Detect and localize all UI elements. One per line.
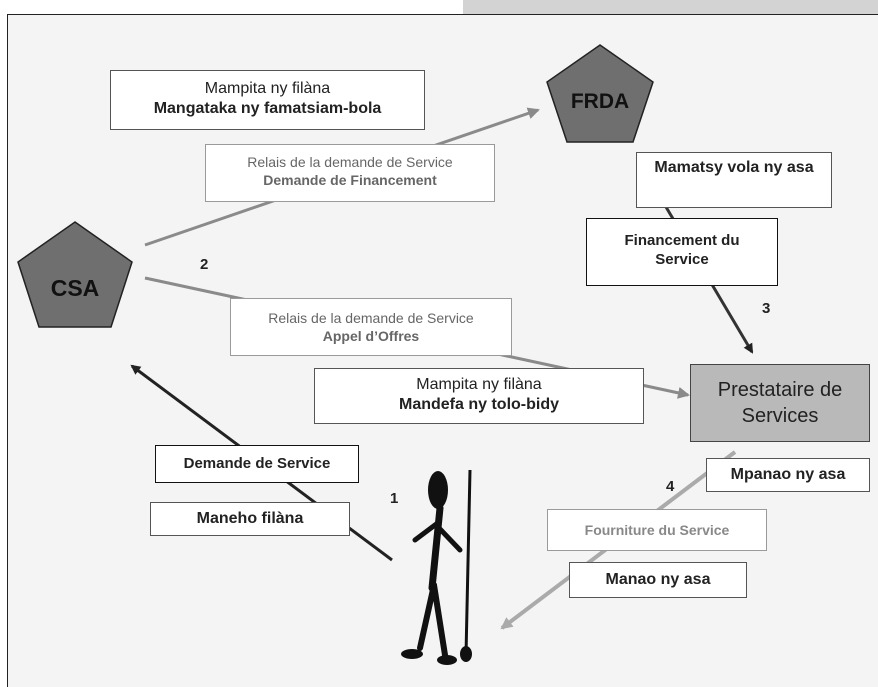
financing-fr-box: Financement du Service <box>586 218 778 286</box>
do-work-mg-box: Manao ny asa <box>569 562 747 598</box>
work-mg-box: Mpanao ny asa <box>706 458 870 492</box>
relay-finance-mg-line1: Mampita ny filàna <box>204 80 331 97</box>
provider-label: Prestataire de Services <box>717 379 843 427</box>
top-gray-bar <box>463 0 878 16</box>
frda-pentagon <box>546 44 654 143</box>
csa-pentagon <box>17 221 133 328</box>
relay-finance-mg-line2: Mangataka ny famatsiam-bola <box>153 100 382 117</box>
relay-finance-fr-line2: Demande de Financement <box>263 171 437 188</box>
relay-finance-fr-line1: Relais de la demande de Service <box>247 154 453 170</box>
request-mg-box: Maneho filàna <box>150 502 350 536</box>
relay-tender-mg-box: Mampita ny filàna Mandefa ny tolo-bidy <box>314 368 644 424</box>
relay-tender-fr-line1: Relais de la demande de Service <box>268 310 474 326</box>
request-fr-box: Demande de Service <box>155 445 359 483</box>
request-fr-line1: Demande de Service <box>183 455 331 472</box>
relay-tender-mg-line2: Mandefa ny tolo-bidy <box>399 396 559 413</box>
step-2-label: 2 <box>200 256 209 273</box>
supply-fr-box: Fourniture du Service <box>547 509 767 551</box>
provider-node: Prestataire de Services <box>690 364 870 442</box>
person-figure <box>401 469 472 665</box>
supply-fr-line1: Fourniture du Service <box>584 522 730 538</box>
work-mg-line1: Mpanao ny asa <box>730 466 846 483</box>
financing-mg-box: Mamatsy vola ny asa <box>636 152 832 208</box>
relay-finance-fr-box: Relais de la demande de Service Demande … <box>205 144 495 202</box>
frda-label: FRDA <box>571 90 629 113</box>
relay-finance-mg-box: Mampita ny filàna Mangataka ny famatsiam… <box>110 70 425 130</box>
financing-mg-line1: Mamatsy vola ny asa <box>654 159 814 176</box>
relay-tender-fr-line2: Appel d’Offres <box>322 327 420 344</box>
step-1-label: 1 <box>390 490 399 507</box>
request-mg-line1: Maneho filàna <box>196 510 304 527</box>
do-work-mg-line1: Manao ny asa <box>605 571 711 588</box>
step-3-label: 3 <box>762 300 771 317</box>
financing-fr-line1: Financement du Service <box>624 232 740 268</box>
relay-tender-mg-line1: Mampita ny filàna <box>416 376 542 393</box>
step-4-label: 4 <box>666 478 675 495</box>
csa-label: CSA <box>51 275 100 301</box>
relay-tender-fr-box: Relais de la demande de Service Appel d’… <box>230 298 512 356</box>
